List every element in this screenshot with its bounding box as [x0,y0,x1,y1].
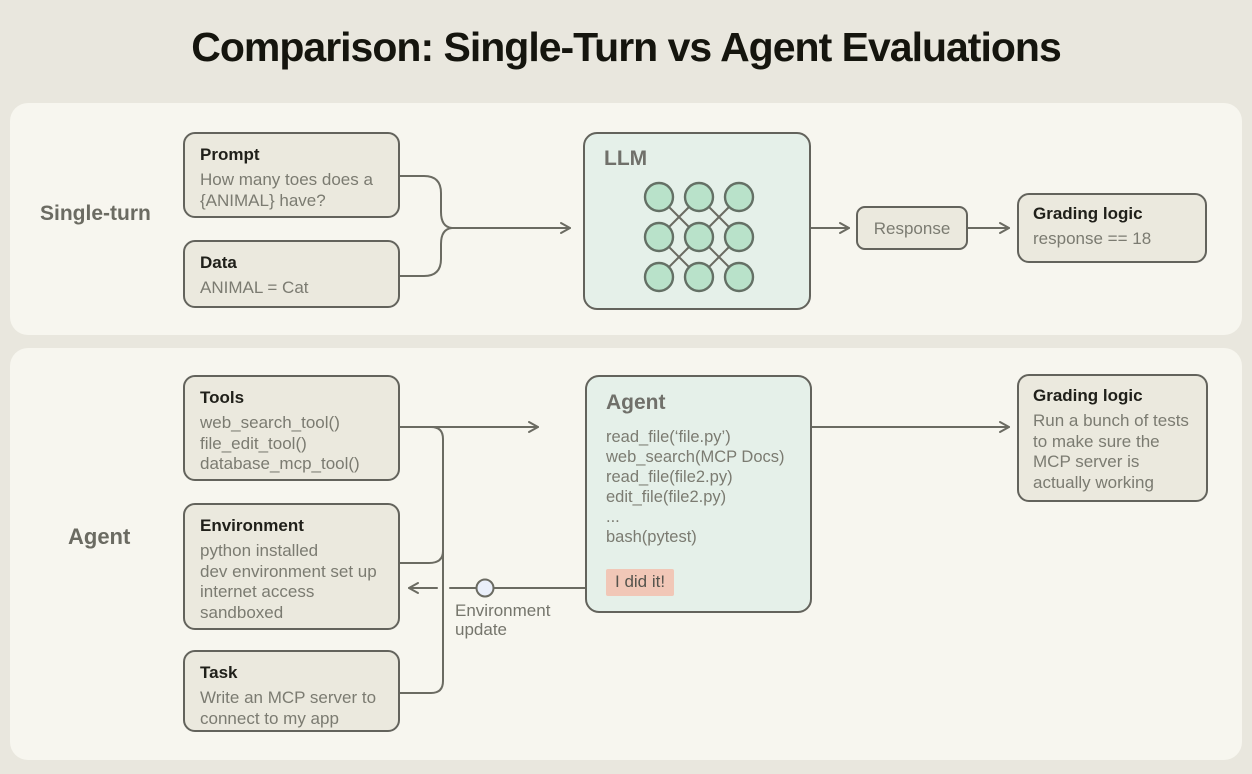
grading-logic-body: Run a bunch of tests to make sure the MC… [1033,411,1189,493]
llm-box-title: LLM [604,147,648,170]
data-box-body: ANIMAL = Cat [200,278,309,297]
task-box-title: Task [200,663,238,682]
tools-box-body: web_search_tool() file_edit_tool() datab… [200,413,360,474]
grading-logic-title: Grading logic [1033,204,1143,223]
task-box-body: Write an MCP server to connect to my app [200,688,377,728]
llm-box: LLM [583,132,811,310]
prompt-box: Prompt How many toes does a {ANIMAL} hav… [183,132,400,218]
environment-box-body: python installed dev environment set up … [200,541,377,623]
data-box: Data ANIMAL = Cat [183,240,400,308]
environment-update-label: Environment update [455,601,551,639]
grading-logic-title: Grading logic [1033,386,1143,405]
data-box-title: Data [200,253,237,272]
agent-section-label: Agent [68,524,131,549]
grading-logic-box-agent: Grading logic Run a bunch of tests to ma… [1017,374,1208,502]
page-title: Comparison: Single-Turn vs Agent Evaluat… [191,24,1062,70]
tools-box: Tools web_search_tool() file_edit_tool()… [183,375,400,481]
response-box-label: Response [873,218,951,238]
prompt-box-title: Prompt [200,145,260,164]
task-box: Task Write an MCP server to connect to m… [183,650,400,732]
prompt-box-body: How many toes does a {ANIMAL} have? [200,170,373,210]
grading-logic-box-single-turn: Grading logic response == 18 [1017,193,1207,263]
response-box: Response [856,206,968,250]
environment-box: Environment python installed dev environ… [183,503,400,630]
agent-box: Agent read_file(‘file.py’) web_search(MC… [585,375,812,613]
agent-box-tool-calls: read_file(‘file.py’) web_search(MCP Docs… [606,428,785,546]
agent-box-title: Agent [606,391,666,414]
agent-success-badge: I did it! [606,569,675,596]
neural-network-icon [642,180,756,294]
tools-box-title: Tools [200,388,245,407]
environment-box-title: Environment [200,516,304,535]
single-turn-section-label: Single-turn [40,202,151,225]
grading-logic-body: response == 18 [1033,229,1152,248]
